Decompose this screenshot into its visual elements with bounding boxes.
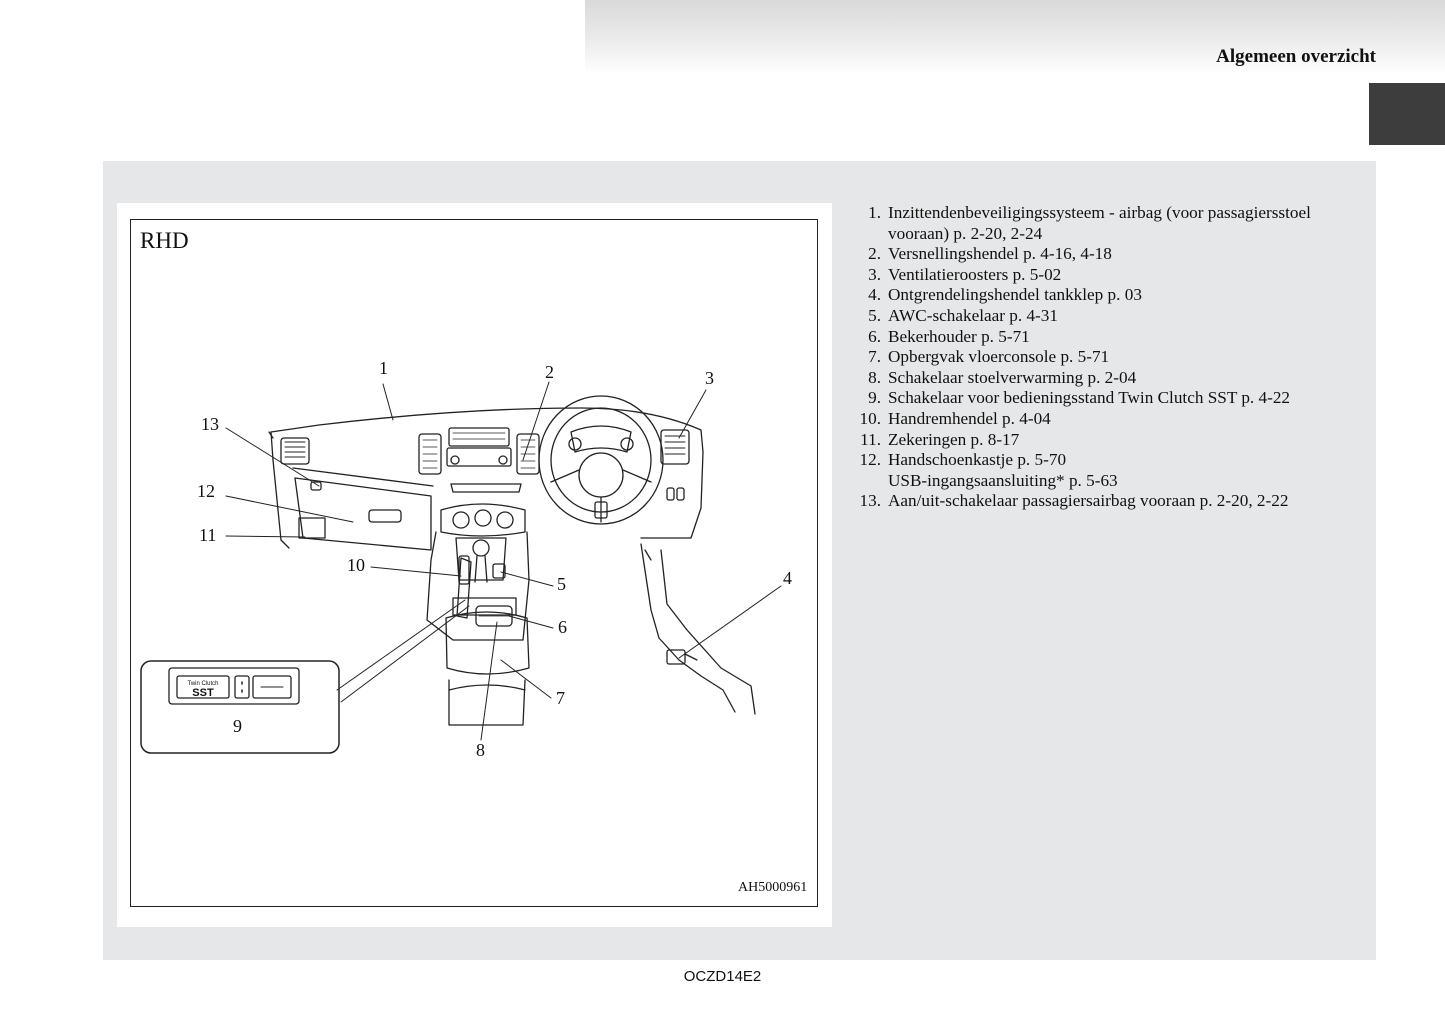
legend-text-continued: vooraan) p. 2-20, 2-24 bbox=[888, 223, 1043, 243]
callout-4: 4 bbox=[783, 568, 792, 588]
legend-list: 1. Inzittendenbeveiligingssysteem - airb… bbox=[848, 203, 1348, 512]
legend-text: Opbergvak vloerconsole p. 5-71 bbox=[888, 347, 1110, 367]
callout-2: 2 bbox=[545, 362, 554, 382]
chapter-tab-marker bbox=[1369, 83, 1445, 145]
legend-text: Aan/uit-schakelaar passagiersairbag voor… bbox=[888, 491, 1289, 511]
legend-number: 11. bbox=[860, 429, 881, 449]
legend-item: 2. Versnellingshendel p. 4-16, 4-18 bbox=[848, 244, 1348, 265]
legend-number: 9. bbox=[868, 388, 881, 408]
inset-badge-top: Twin Clutch bbox=[187, 681, 218, 687]
header-band bbox=[585, 0, 1445, 75]
legend-item: 12. Handschoenkastje p. 5-70 USB-ingangs… bbox=[848, 450, 1348, 491]
legend-item: 10. Handremhendel p. 4-04 bbox=[848, 409, 1348, 430]
legend-number: 2. bbox=[868, 244, 881, 264]
legend-text: Versnellingshendel p. 4-16, 4-18 bbox=[888, 244, 1112, 264]
section-title: Algemeen overzicht bbox=[1216, 46, 1376, 67]
callout-1: 1 bbox=[379, 358, 388, 378]
legend-text: Ontgrendelingshendel tankklep p. 03 bbox=[888, 285, 1142, 305]
legend-text: Schakelaar voor bedieningsstand Twin Clu… bbox=[888, 388, 1291, 408]
legend-text: Handschoenkastje p. 5-70 bbox=[888, 450, 1067, 470]
legend-text: AWC-schakelaar p. 4-31 bbox=[888, 305, 1058, 325]
callout-5: 5 bbox=[557, 574, 566, 594]
legend-text: Schakelaar stoelverwarming p. 2-04 bbox=[888, 367, 1137, 387]
inset-badge-main: SST bbox=[192, 687, 214, 699]
legend-item: 3. Ventilatieroosters p. 5-02 bbox=[848, 265, 1348, 286]
figure-variant-label: RHD bbox=[140, 228, 189, 253]
legend-item: 8. Schakelaar stoelverwarming p. 2-04 bbox=[848, 368, 1348, 389]
callout-8: 8 bbox=[476, 740, 485, 760]
legend-number: 7. bbox=[868, 347, 881, 367]
legend-number: 4. bbox=[868, 285, 881, 305]
legend-number: 10. bbox=[859, 408, 881, 428]
callout-7: 7 bbox=[556, 688, 565, 708]
callout-6: 6 bbox=[558, 617, 567, 637]
figure-frame bbox=[130, 219, 818, 907]
legend-number: 6. bbox=[868, 326, 881, 346]
legend-item: 9. Schakelaar voor bedieningsstand Twin … bbox=[848, 388, 1348, 409]
figure-code: AH5000961 bbox=[738, 880, 808, 895]
footer-code: OCZD14E2 bbox=[683, 968, 762, 985]
callout-leader-lines bbox=[225, 381, 782, 741]
callout-13: 13 bbox=[201, 414, 219, 434]
legend-text: Inzittendenbeveiligingssysteem - airbag … bbox=[888, 203, 1311, 222]
legend-text-continued: USB-ingangsaansluiting* p. 5-63 bbox=[888, 470, 1118, 490]
legend-item: 7. Opbergvak vloerconsole p. 5-71 bbox=[848, 347, 1348, 368]
inset-twin-clutch-sst: Twin Clutch SST bbox=[140, 660, 340, 754]
legend-item: 4. Ontgrendelingshendel tankklep p. 03 bbox=[848, 285, 1348, 306]
legend-number: 5. bbox=[868, 305, 881, 325]
legend-number: 8. bbox=[868, 367, 881, 387]
legend-text: Ventilatieroosters p. 5-02 bbox=[888, 264, 1062, 284]
callout-11: 11 bbox=[199, 525, 216, 545]
dashboard-illustration: Twin Clutch SST 1 2 3 4 5 6 7 8 9 10 11 … bbox=[140, 358, 792, 760]
legend-number: 13. bbox=[859, 491, 881, 511]
legend-item: 11. Zekeringen p. 8-17 bbox=[848, 430, 1348, 451]
callout-10: 10 bbox=[347, 555, 365, 575]
legend-text: Zekeringen p. 8-17 bbox=[888, 429, 1020, 449]
legend-item: 13. Aan/uit-schakelaar passagiersairbag … bbox=[848, 491, 1348, 512]
legend-number: 12. bbox=[859, 450, 881, 470]
legend-number: 1. bbox=[868, 203, 881, 222]
legend-number: 3. bbox=[868, 264, 881, 284]
callout-3: 3 bbox=[705, 368, 714, 388]
legend-item: 6. Bekerhouder p. 5-71 bbox=[848, 327, 1348, 348]
legend-text: Bekerhouder p. 5-71 bbox=[888, 326, 1030, 346]
callout-numbers: 1 2 3 4 5 6 7 8 9 10 11 12 13 bbox=[197, 358, 792, 760]
legend-item: 1. Inzittendenbeveiligingssysteem - airb… bbox=[848, 203, 1348, 244]
dashboard-drawing bbox=[268, 395, 756, 726]
legend-item: 5. AWC-schakelaar p. 4-31 bbox=[848, 306, 1348, 327]
callout-9: 9 bbox=[233, 716, 242, 736]
legend-text: Handremhendel p. 4-04 bbox=[888, 408, 1051, 428]
callout-12: 12 bbox=[197, 481, 215, 501]
